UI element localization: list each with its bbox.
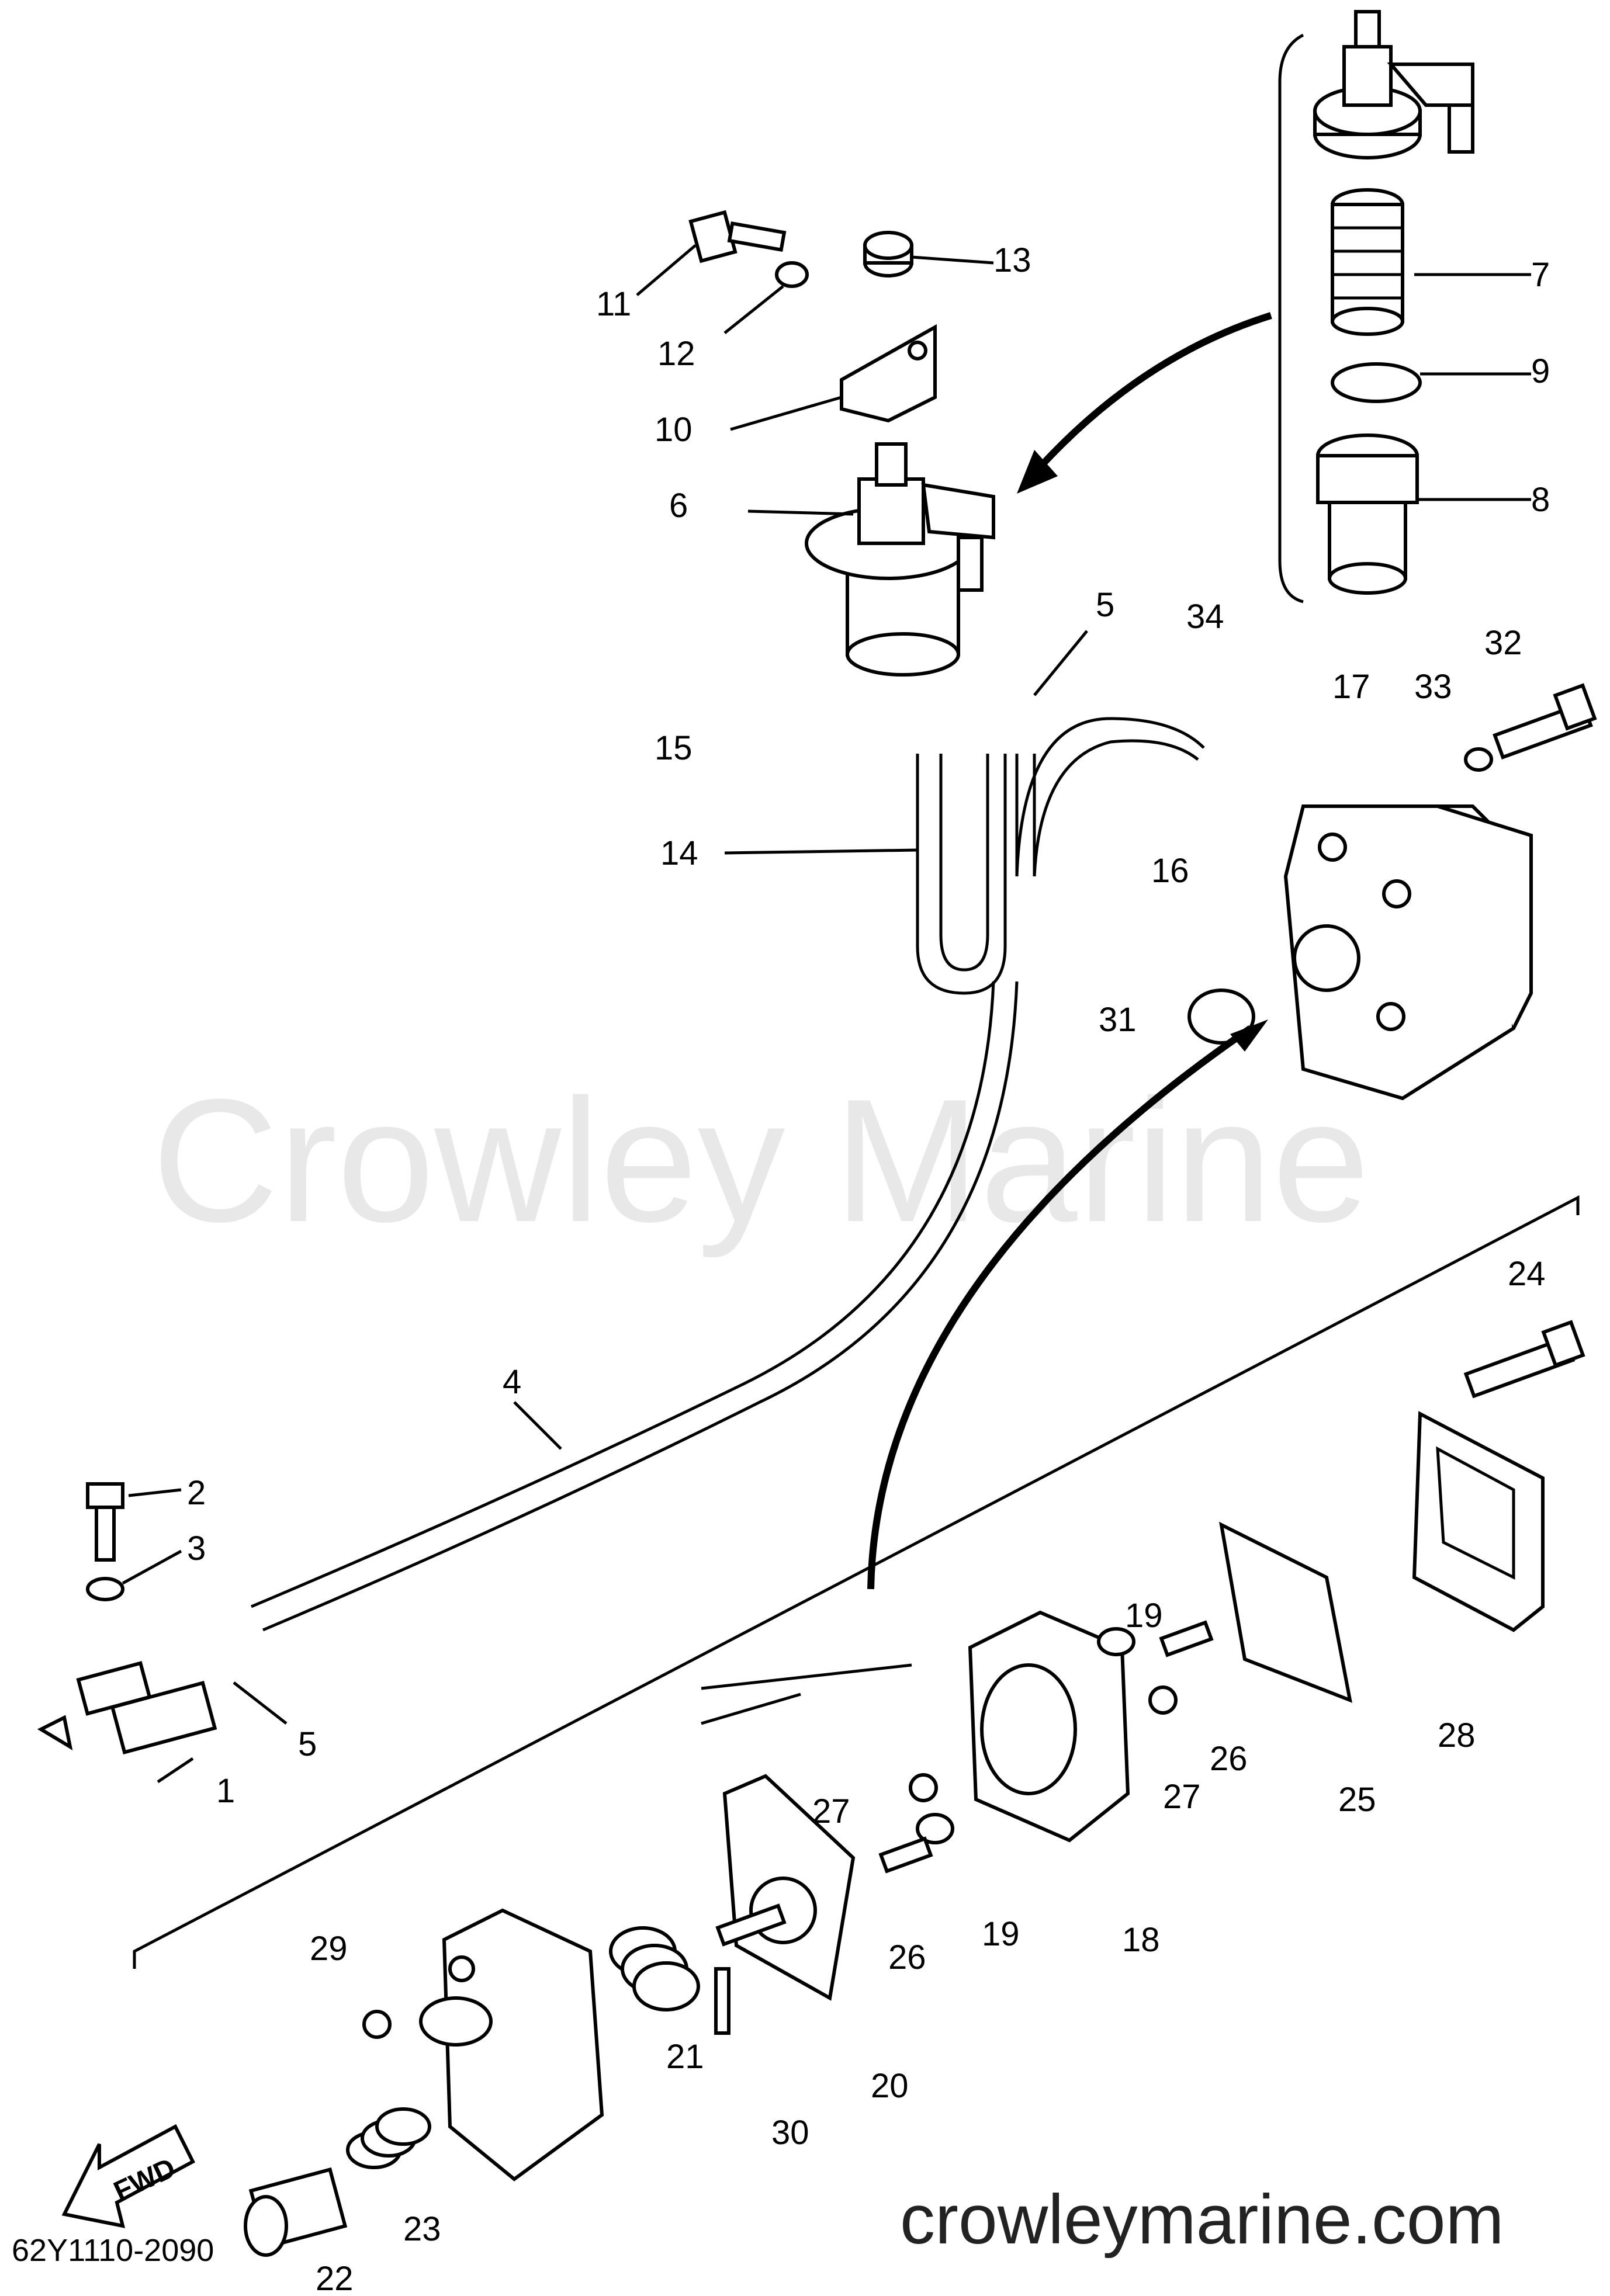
callout-22: 22 — [316, 2260, 354, 2296]
callout-6: 6 — [669, 487, 688, 525]
valve-19-b — [916, 1813, 954, 1844]
callout-3: 3 — [187, 1529, 206, 1567]
fwd-arrow-icon — [61, 2124, 195, 2228]
callout-7: 7 — [1531, 256, 1550, 294]
valve-19-a — [1097, 1627, 1135, 1656]
cap-22 — [244, 2167, 348, 2257]
callout-19-lower: 19 — [982, 1915, 1020, 1953]
washer-33 — [1464, 747, 1493, 772]
callout-1: 1 — [216, 1772, 235, 1810]
washer-12 — [775, 261, 809, 288]
diaphragm-20 — [715, 1774, 856, 2001]
inset-arrow-head — [1017, 450, 1058, 494]
callout-33: 33 — [1414, 668, 1452, 706]
callout-31: 31 — [1099, 1001, 1137, 1039]
screw-26-b — [878, 1836, 933, 1874]
callout-15: 15 — [655, 729, 693, 767]
callout-26-upper: 26 — [1210, 1740, 1248, 1778]
callout-5-lower: 5 — [298, 1725, 317, 1763]
callout-8: 8 — [1531, 481, 1550, 519]
washer-3 — [86, 1577, 124, 1601]
hose-14 — [916, 717, 1205, 995]
fuel-filter-6 — [805, 442, 995, 677]
spring-21 — [609, 1926, 700, 2011]
hose-4 — [262, 981, 1019, 1632]
callout-32: 32 — [1484, 624, 1522, 662]
o-ring-9 — [1331, 362, 1422, 403]
callout-17: 17 — [1332, 668, 1370, 706]
callout-26-lower: 26 — [888, 1938, 926, 1976]
bolt-2 — [86, 1482, 124, 1562]
lower-baseline — [133, 1195, 1580, 1969]
callout-14: 14 — [660, 834, 698, 872]
filter-element — [1331, 188, 1404, 336]
callout-34: 34 — [1186, 598, 1224, 636]
pin-30 — [714, 1967, 730, 2035]
callout-10: 10 — [655, 411, 693, 449]
callout-28: 28 — [1438, 1716, 1476, 1754]
hose-4-edge — [251, 981, 995, 1608]
callout-27-left: 27 — [812, 1792, 850, 1830]
screw-24 — [1463, 1320, 1585, 1399]
website-url: crowleymarine.com — [900, 2180, 1504, 2259]
callout-29: 29 — [310, 1930, 348, 1968]
nut-29 — [362, 2010, 392, 2039]
callout-16: 16 — [1151, 852, 1189, 890]
callout-24: 24 — [1508, 1255, 1546, 1293]
cover-28 — [1412, 1411, 1545, 1632]
diagram-code: 62Y1110-2090 — [12, 2233, 214, 2268]
callout-11: 11 — [596, 285, 631, 323]
o-ring-31 — [1187, 989, 1255, 1045]
callout-18: 18 — [1122, 1921, 1160, 1959]
fuel-pump-17 — [1283, 804, 1533, 1101]
connector-1 — [37, 1661, 217, 1755]
pump-arrow — [867, 1025, 1253, 1590]
callout-23: 23 — [403, 2210, 441, 2248]
bolt-11 — [688, 210, 787, 263]
callout-30: 30 — [771, 2114, 809, 2152]
callout-4: 4 — [503, 1363, 521, 1401]
bracket-10 — [840, 324, 937, 423]
callout-25: 25 — [1338, 1781, 1376, 1819]
inset-bracket — [1278, 33, 1304, 604]
callout-27-right: 27 — [1163, 1778, 1201, 1816]
filter-cup — [1316, 433, 1419, 595]
pump-cover — [419, 1908, 604, 2181]
pump-body-18 — [968, 1610, 1130, 1843]
callout-20: 20 — [871, 2067, 909, 2105]
screw-32 — [1493, 683, 1597, 760]
callout-2: 2 — [187, 1474, 206, 1512]
nut-27-a — [1148, 1685, 1178, 1715]
filter-cap-inset — [1313, 10, 1474, 159]
gasket-25 — [1219, 1521, 1352, 1703]
callout-21: 21 — [666, 2038, 704, 2076]
inset-arrow — [1031, 312, 1272, 476]
spring-23 — [346, 2107, 431, 2169]
watermark-text: Crowley Marine — [152, 1062, 1370, 1260]
callout-13: 13 — [993, 241, 1031, 279]
nut-27-b — [909, 1773, 938, 1802]
callout-9: 9 — [1531, 352, 1550, 390]
callout-12: 12 — [657, 335, 695, 373]
screw-26-a — [1159, 1620, 1214, 1657]
collar-13 — [863, 231, 913, 278]
callout-19-upper: 19 — [1125, 1597, 1163, 1635]
leader-lines — [122, 244, 1531, 1784]
pump-arrow-head — [1230, 1019, 1268, 1052]
callout-5-upper: 5 — [1096, 586, 1114, 624]
